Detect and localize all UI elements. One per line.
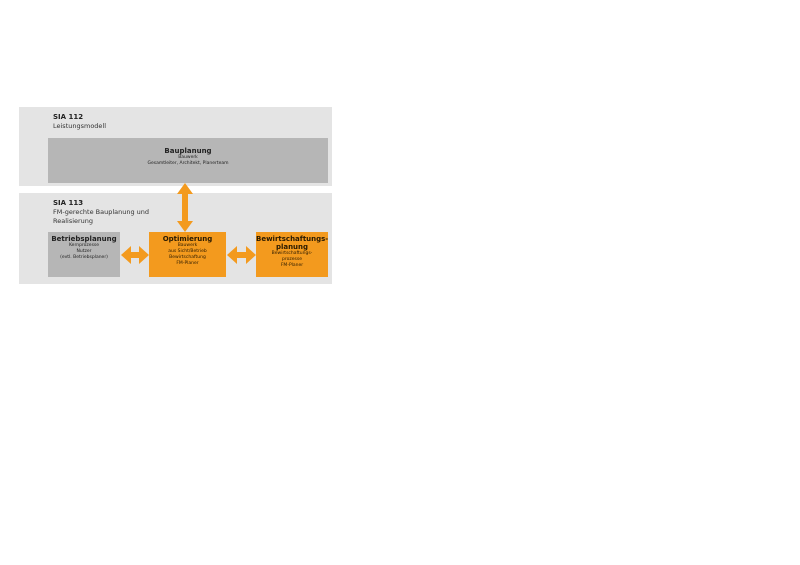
- optimierung-title: Optimierung: [162, 235, 213, 243]
- bauplanung-line: Gesamtleiter, Architekt, Planerteam: [147, 161, 229, 166]
- box-line: Kernprozesse: [68, 243, 100, 248]
- horizontal-double-arrow-right: [227, 246, 256, 264]
- bauplanung-title: Bauplanung: [164, 147, 212, 155]
- sia112-subtitle: Leistungsmodell: [53, 122, 107, 130]
- bewirtschaftung-title: planung: [275, 243, 309, 251]
- box-line: (evtl. Betriebsplaner): [60, 255, 108, 260]
- sia113-title: SIA 113: [53, 199, 84, 207]
- vertical-double-arrow: [177, 183, 193, 232]
- optimierung-box: Optimierung Bauwerk aus Sicht/Betrieb Be…: [149, 232, 226, 277]
- betriebsplanung-box: Betriebsplanung Kernprozesse Nutzer (evt…: [48, 232, 120, 277]
- bauplanung-box: Bauplanung Bauwerk Gesamtleiter, Archite…: [48, 138, 328, 183]
- bewirtschaftung-title: Bewirtschaftungs-: [256, 235, 329, 243]
- box-line: Bewirtschaftung: [169, 255, 206, 260]
- sia113-subtitle: Realisierung: [53, 217, 94, 225]
- box-line: Bauwerk: [177, 243, 198, 248]
- box-line: prozesse: [282, 257, 302, 262]
- horizontal-double-arrow-left: [121, 246, 149, 264]
- bewirtschaftungsplanung-box: Bewirtschaftungs- planung Bewirtschaftun…: [256, 232, 328, 277]
- box-line: FM-Planer: [280, 263, 304, 268]
- betriebsplanung-title: Betriebsplanung: [51, 235, 117, 243]
- sia113-subtitle: FM-gerechte Bauplanung und: [53, 208, 150, 216]
- box-line: aus Sicht/Betrieb: [168, 249, 207, 254]
- sia112-title: SIA 112: [53, 113, 84, 121]
- box-line: Nutzer: [76, 249, 92, 254]
- box-line: FM-Planer: [176, 261, 199, 266]
- box-line: Bewirtschaftungs-: [271, 251, 313, 256]
- bauplanung-line: Bauwerk: [178, 155, 198, 160]
